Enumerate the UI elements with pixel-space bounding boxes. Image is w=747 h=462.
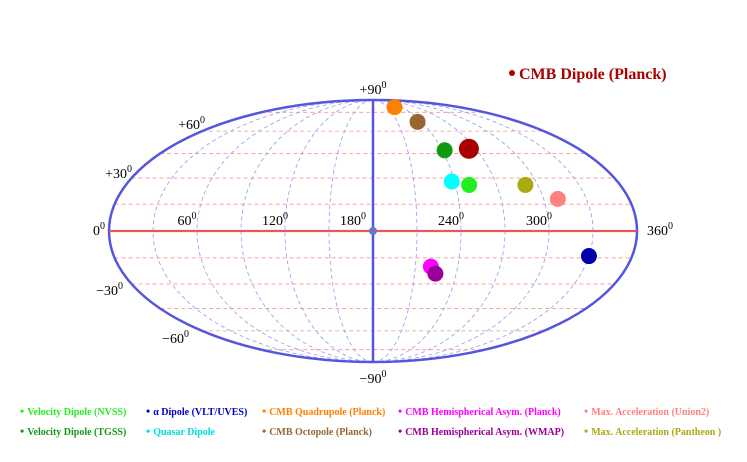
data-point bbox=[458, 138, 479, 159]
legend-bullet: • bbox=[584, 404, 589, 418]
sky-map-chart: 00 600 1200 1800 2400 3000 3600 +900 +600 +300 −30… bbox=[93, 66, 673, 387]
meridian-line bbox=[196, 99, 374, 363]
legend-label: CMB Hemispherical Asym. (WMAP) bbox=[405, 427, 565, 438]
data-point bbox=[443, 173, 460, 190]
legend-bullet: • bbox=[398, 424, 403, 438]
legend-bullet: • bbox=[584, 424, 589, 438]
y-tick-label: −600 bbox=[162, 329, 189, 347]
x-tick-label: 3000 bbox=[526, 211, 552, 229]
y-tick-label: +300 bbox=[105, 164, 132, 182]
x-tick-label: 00 bbox=[93, 221, 105, 239]
x-tick-label: 2400 bbox=[438, 211, 464, 229]
chart-title: CMB Dipole (Planck) bbox=[509, 66, 667, 83]
legend-item: •Max. Acceleration (Pantheon ) bbox=[584, 424, 721, 439]
y-tick-label: +600 bbox=[178, 115, 205, 133]
y-tick-label: −300 bbox=[96, 281, 123, 299]
legend-bullet: • bbox=[398, 404, 403, 418]
legend-item: •CMB Hemispherical Asym. (WMAP) bbox=[398, 424, 564, 439]
legend-bullet: • bbox=[262, 424, 267, 438]
meridian-line bbox=[372, 99, 462, 363]
legend: •Velocity Dipole (NVSS)•α Dipole (VLT/UV… bbox=[0, 400, 747, 462]
x-tick-label: 3600 bbox=[647, 221, 673, 239]
meridian-line bbox=[328, 99, 374, 363]
legend-item: •Velocity Dipole (TGSS) bbox=[20, 424, 126, 439]
data-point bbox=[461, 176, 478, 193]
legend-item: •Velocity Dipole (NVSS) bbox=[20, 404, 126, 419]
title-bullet bbox=[509, 70, 515, 76]
legend-item: •CMB Quadrupole (Planck) bbox=[262, 404, 385, 419]
legend-label: α Dipole (VLT/UVES) bbox=[153, 407, 248, 418]
data-point bbox=[517, 176, 534, 193]
data-point bbox=[436, 142, 453, 159]
data-point bbox=[580, 248, 597, 265]
legend-item: •Quasar Dipole bbox=[146, 424, 215, 439]
legend-label: Velocity Dipole (TGSS) bbox=[27, 427, 127, 438]
y-tick-label: +900 bbox=[360, 80, 387, 98]
meridian-line bbox=[372, 99, 418, 363]
meridian-line bbox=[372, 99, 550, 363]
legend-item: •Max. Acceleration (Union2) bbox=[584, 404, 709, 419]
legend-bullet: • bbox=[146, 424, 151, 438]
points-layer bbox=[386, 99, 597, 282]
x-tick-label: 1200 bbox=[262, 211, 288, 229]
legend-item: •CMB Octopole (Planck) bbox=[262, 424, 372, 439]
meridian-line bbox=[284, 99, 374, 363]
legend-label: Velocity Dipole (NVSS) bbox=[27, 407, 127, 418]
title-text: CMB Dipole (Planck) bbox=[519, 66, 667, 83]
x-tick-label: 1800 bbox=[340, 211, 366, 229]
legend-bullet: • bbox=[20, 424, 25, 438]
legend-bullet: • bbox=[20, 404, 25, 418]
legend-item: •α Dipole (VLT/UVES) bbox=[146, 404, 247, 419]
legend-label: Max. Acceleration (Union2) bbox=[591, 407, 710, 418]
data-point bbox=[386, 99, 403, 116]
legend-label: Quasar Dipole bbox=[153, 427, 215, 438]
legend-label: CMB Quadrupole (Planck) bbox=[269, 407, 386, 418]
legend-label: CMB Octopole (Planck) bbox=[269, 427, 372, 438]
legend-label: CMB Hemispherical Asym. (Planck) bbox=[405, 407, 561, 418]
center-marker bbox=[369, 227, 377, 235]
legend-label: Max. Acceleration (Pantheon ) bbox=[591, 427, 722, 438]
legend-item: •CMB Hemispherical Asym. (Planck) bbox=[398, 404, 561, 419]
axis-layer bbox=[107, 98, 639, 364]
data-point bbox=[549, 190, 566, 207]
data-point bbox=[409, 113, 426, 130]
label-layer: 00 600 1200 1800 2400 3000 3600 +900 +600 +300 −30… bbox=[93, 80, 673, 387]
y-tick-label: −900 bbox=[360, 369, 387, 387]
data-point bbox=[427, 265, 444, 282]
legend-bullet: • bbox=[146, 404, 151, 418]
x-tick-label: 600 bbox=[178, 211, 197, 229]
legend-bullet: • bbox=[262, 404, 267, 418]
